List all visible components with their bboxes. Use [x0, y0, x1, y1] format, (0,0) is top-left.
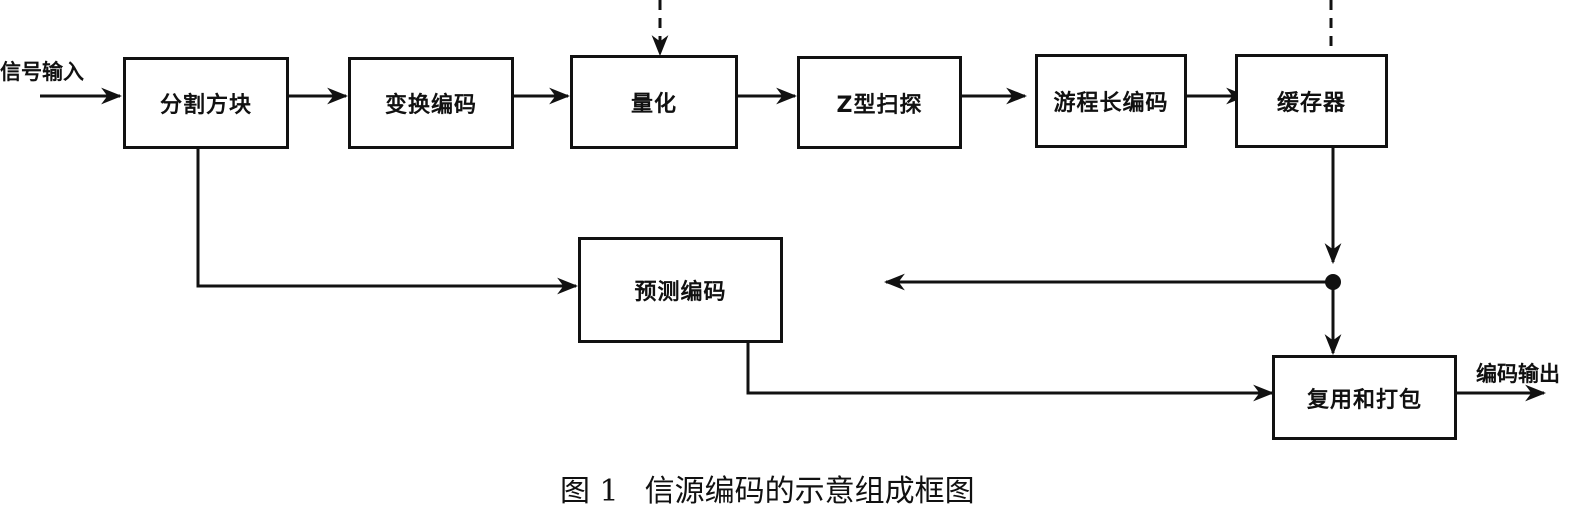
- block-zscan-label: Z型扫探: [836, 92, 923, 118]
- block-predict-label: 预测编码: [634, 280, 727, 305]
- block-rle: 游程长编码: [1035, 54, 1187, 148]
- junction-dot: [1325, 274, 1341, 290]
- edge-predict-mux: [746, 343, 1275, 402]
- block-zscan: Z型扫探: [797, 56, 962, 149]
- block-buffer: 缓存器: [1235, 54, 1388, 148]
- figure-caption: 图 1 信源编码的示意组成框图: [560, 466, 1001, 510]
- block-quantize-label: 量化: [630, 92, 677, 117]
- block-quantize: 量化: [570, 55, 738, 149]
- block-transform-label: 变换编码: [384, 93, 477, 118]
- block-rle-label: 游程长编码: [1053, 91, 1169, 116]
- block-mux: 复用和打包: [1272, 355, 1457, 440]
- block-partition-label: 分割方块: [159, 93, 252, 118]
- block-predict: 预测编码: [578, 237, 783, 343]
- block-partition: 分割方块: [123, 57, 289, 149]
- edge-partition-predict: [196, 147, 579, 295]
- figure-number: 图 1: [560, 474, 619, 509]
- block-buffer-label: 缓存器: [1276, 91, 1346, 116]
- block-transform: 变换编码: [348, 57, 514, 149]
- output-label: 编码输出: [1476, 362, 1560, 386]
- block-mux-label: 复用和打包: [1306, 387, 1422, 413]
- input-label: 信号输入: [0, 60, 84, 84]
- figure-title: 信源编码的示意组成框图: [644, 474, 975, 509]
